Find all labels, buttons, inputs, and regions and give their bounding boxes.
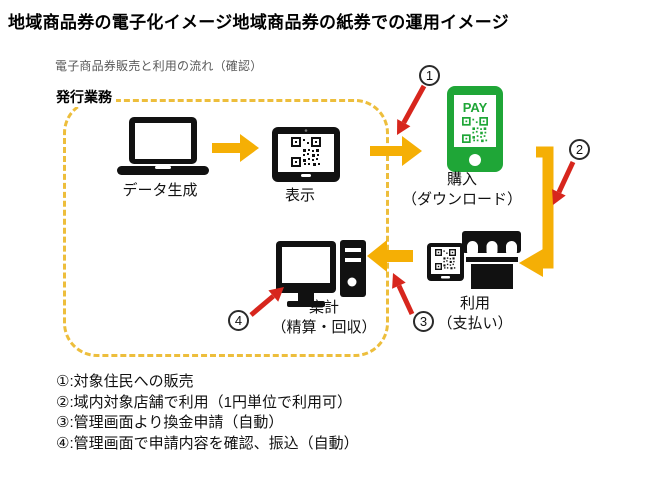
issuing-boundary-box [63, 99, 389, 357]
purchase-label: 購入 [446, 171, 477, 188]
legend-line: ④:管理画面で申請内容を確認、振込（自動） [56, 434, 359, 452]
callout-badge-4: 4 [228, 310, 249, 331]
page-title: 地域商品券の電子化イメージ地域商品券の紙券での運用イメージ [8, 13, 510, 32]
flow-arrow-store-to-desktop [367, 240, 413, 272]
issuing-area-label: 発行業務 [54, 87, 116, 107]
legend-line: ①:対象住民への販売 [56, 373, 194, 390]
callout-arrow-4 [249, 287, 284, 317]
use-sublabel: （支払い） [437, 315, 513, 332]
tablet-icon [272, 127, 340, 182]
legend: ①:対象住民への販売 ②:域内対象店舗で利用（1円単位で利用可） ③:管理画面よ… [56, 372, 359, 454]
node-label-generate: データ生成 [122, 182, 198, 199]
node-label-display: 表示 [284, 187, 315, 204]
desktop-pc-icon [276, 240, 366, 307]
storefront-icon [462, 231, 521, 289]
flow-arrow-generate-to-display [212, 134, 259, 162]
node-label-purchase: 購入 （ダウンロード） [397, 170, 527, 210]
pay-label: PAY [463, 100, 488, 115]
node-label-aggregate: 集計 （精算・回収） [254, 298, 394, 338]
callout-arrow-2 [552, 160, 576, 205]
node-label-use: 利用 （支払い） [410, 294, 540, 334]
tablet-qr-icon [427, 243, 464, 281]
callout-arrow-3 [392, 273, 415, 316]
legend-line: ③:管理画面より換金申請（自動） [56, 414, 284, 431]
flow-arrow-phone-to-store [519, 146, 554, 277]
aggregate-label: 集計 [308, 299, 339, 316]
laptop-icon [117, 117, 209, 175]
legend-line: ②:域内対象店舗で利用（1円単位で利用可） [56, 393, 352, 411]
callout-badge-3: 3 [413, 311, 434, 332]
callout-badge-1: 1 [419, 65, 440, 86]
use-label: 利用 [459, 295, 490, 312]
callout-arrow-1 [397, 84, 427, 135]
callout-badge-2: 2 [569, 139, 590, 160]
aggregate-sublabel: （精算・回収） [271, 319, 377, 336]
flow-subtitle: 電子商品券販売と利用の流れ（確認） [55, 59, 263, 73]
purchase-sublabel: （ダウンロード） [401, 191, 522, 208]
smartphone-icon: PAY [447, 86, 503, 172]
flow-arrow-display-to-phone [370, 136, 422, 166]
